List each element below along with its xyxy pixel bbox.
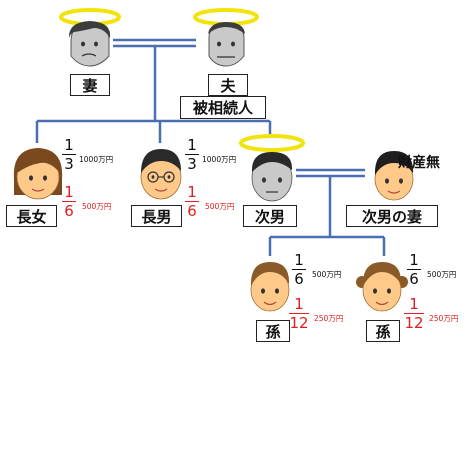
second-son-figure [239,134,305,202]
eldest-son-legal-amount: 1000万円 [202,155,237,164]
grandchild-boy-legal-amount: 500万円 [312,270,342,279]
eldest-daughter-label: 長女 [6,205,57,227]
halo-icon [239,134,305,152]
wife-label: 妻 [70,74,110,96]
second-son-label: 次男 [243,205,297,227]
decedent-label: 被相続人 [180,96,266,119]
grandchild-girl-figure [356,262,408,312]
grandchild-girl-label: 孫 [366,320,400,342]
eldest-daughter-legal-amount: 1000万円 [79,155,114,164]
eldest-son-reserved-amount: 500万円 [205,202,235,211]
grandchild-boy-figure [250,262,290,312]
halo-icon [193,8,259,26]
eldest-daughter-figure [13,148,63,200]
husband-figure [193,8,259,67]
grandchild-girl-reserved-amount: 250万円 [429,314,459,323]
grandchild-girl-legal-amount: 500万円 [427,270,457,279]
second-son-wife-figure [374,151,414,201]
eldest-daughter-reserved-amount: 500万円 [82,202,112,211]
eldest-son-figure [140,149,182,200]
second-son-wife-label: 次男の妻 [346,205,438,227]
wife-figure [59,8,121,67]
grandchild-boy-reserved-amount: 250万円 [314,314,344,323]
no-assets-note: 財産無 [398,155,440,171]
eldest-son-label: 長男 [131,205,182,227]
grandchild-boy-label: 孫 [256,320,290,342]
husband-label: 夫 [208,74,248,96]
